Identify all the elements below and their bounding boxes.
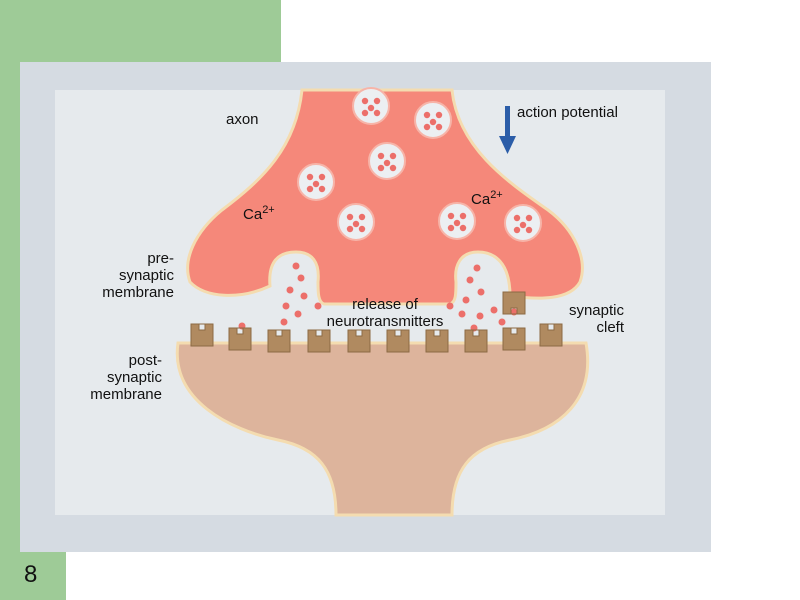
calcium-symbol: Ca	[243, 206, 263, 223]
released-neurotransmitters	[238, 262, 518, 332]
synaptic-vesicles	[297, 87, 542, 242]
receptor	[539, 323, 563, 347]
axon-label: axon	[226, 111, 259, 128]
calcium-charge: 2+	[490, 189, 503, 201]
receptor	[190, 323, 214, 347]
slide-accent-top	[0, 0, 281, 62]
calcium-charge: 2+	[262, 204, 275, 216]
vesicle	[352, 87, 390, 125]
slide-accent-left	[0, 62, 20, 552]
vesicle	[368, 142, 406, 180]
receptor	[425, 329, 449, 353]
slide-accent-bottom	[0, 552, 66, 600]
label-line: membrane	[102, 284, 174, 301]
receptor	[228, 327, 252, 351]
label-line: post-	[128, 352, 162, 369]
receptor	[386, 329, 410, 353]
arrow-down-icon	[499, 106, 516, 154]
calcium-ion-label-left: Ca2+	[243, 204, 275, 224]
vesicle	[297, 163, 335, 201]
postsynaptic-membrane-label: post- synaptic membrane	[50, 352, 162, 403]
label-line: membrane	[90, 386, 162, 403]
label-line: synaptic	[568, 302, 624, 319]
label-line: release of	[352, 296, 418, 313]
calcium-symbol: Ca	[471, 191, 491, 208]
presynaptic-membrane-label: pre- synaptic membrane	[60, 250, 174, 301]
receptor	[502, 327, 526, 351]
postsynaptic-receptors	[190, 323, 563, 353]
synaptic-cleft-label: synaptic cleft	[540, 302, 624, 336]
vesicle	[438, 202, 476, 240]
receptor	[464, 329, 488, 353]
vesicle	[504, 204, 542, 242]
receptor	[347, 329, 371, 353]
calcium-ion-label-right: Ca2+	[471, 189, 503, 209]
release-of-neurotransmitters-label: release of neurotransmitters	[300, 296, 470, 330]
vesicle	[337, 203, 375, 241]
presynaptic-receptor	[502, 291, 526, 315]
receptor	[307, 329, 331, 353]
receptor	[267, 329, 291, 353]
label-line: neurotransmitters	[326, 313, 444, 330]
label-line: cleft	[596, 319, 624, 336]
label-line: pre-	[147, 250, 174, 267]
slide-number: 8	[24, 561, 38, 588]
vesicle	[414, 101, 452, 139]
action-potential-label: action potential	[517, 104, 618, 121]
label-line: synaptic	[106, 369, 162, 386]
label-line: synaptic	[118, 267, 174, 284]
postsynaptic-cell	[175, 341, 590, 517]
